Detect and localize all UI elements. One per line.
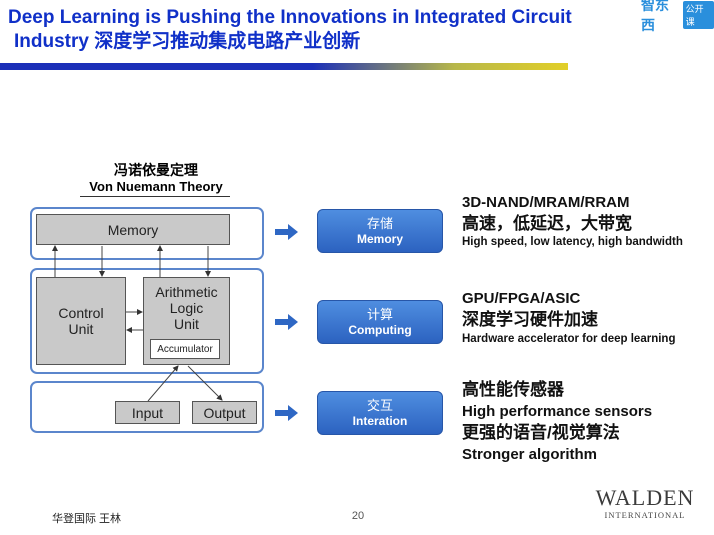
input-box: Input [115,401,180,424]
computing-button-en: Computing [348,322,412,337]
computing-category-button: 计算 Computing [317,300,443,344]
interaction-button-cn: 交互 [366,397,393,413]
memory-box-label: Memory [107,221,159,238]
arrow-right-icon [275,405,299,421]
alu-label-3: Unit [174,316,199,332]
brand-name: 智东西 [641,0,669,33]
accumulator-label: Accumulator [157,343,213,355]
accumulator-box: Accumulator [150,339,220,359]
walden-logo-main: WALDEN [595,485,695,510]
page-number: 20 [351,510,365,522]
theory-title-underline [80,196,230,197]
output-box: Output [192,401,257,424]
interact-cn-text-1: 高性能传感器 [462,380,564,399]
brand-tag: 公开课 [682,1,714,29]
interaction-category-button: 交互 Interation [317,391,443,435]
title-underline-bar [0,63,568,70]
memory-cn-text: 高速，低延迟，大带宽 [462,214,632,233]
memory-tech-text: 3D-NAND/MRAM/RRAM [462,194,630,211]
arrow-right-icon [275,314,299,330]
memory-en-text: High speed, low latency, high bandwidth [462,236,683,248]
arrow-right-icon [275,224,299,240]
memory-category-button: 存储 Memory [317,209,443,253]
compute-tech-text: GPU/FPGA/ASIC [462,290,581,307]
slide-title-line1: Deep Learning is Pushing the Innovations… [8,7,572,28]
control-unit-label-2: Unit [68,321,94,337]
brand-logo: 智东西 公开课 [641,0,714,33]
footer-author: 华登国际 王林 [52,513,122,525]
theory-title-cn: 冯诺依曼定理 [114,162,198,178]
control-unit-label-1: Control [58,305,104,321]
slide-title-line2: Industry 深度学习推动集成电路产业创新 [14,31,361,52]
output-label: Output [203,404,246,421]
interact-en-text-2: Stronger algorithm [462,446,598,463]
input-label: Input [131,404,164,421]
walden-logo-sub: INTERNATIONAL [604,510,686,520]
interact-en-text-1: High performance sensors [462,403,653,420]
theory-title-en: Von Nuemann Theory [89,179,223,194]
interaction-button-en: Interation [352,413,408,428]
walden-logo: WALDEN INTERNATIONAL [583,486,707,521]
interact-cn-text-2: 更强的语音/视觉算法 [462,423,620,442]
computing-button-cn: 计算 [366,306,393,322]
memory-button-cn: 存储 [366,215,393,231]
memory-button-en: Memory [356,231,403,246]
compute-cn-text: 深度学习硬件加速 [462,310,598,329]
control-unit-box: Control Unit [36,277,126,365]
slide-title: Deep Learning is Pushing the Innovations… [8,6,638,54]
alu-label-1: Arithmetic [155,284,218,300]
compute-en-text: Hardware accelerator for deep learning [462,333,676,345]
memory-box: Memory [36,214,230,245]
alu-label-2: Logic [169,300,204,316]
